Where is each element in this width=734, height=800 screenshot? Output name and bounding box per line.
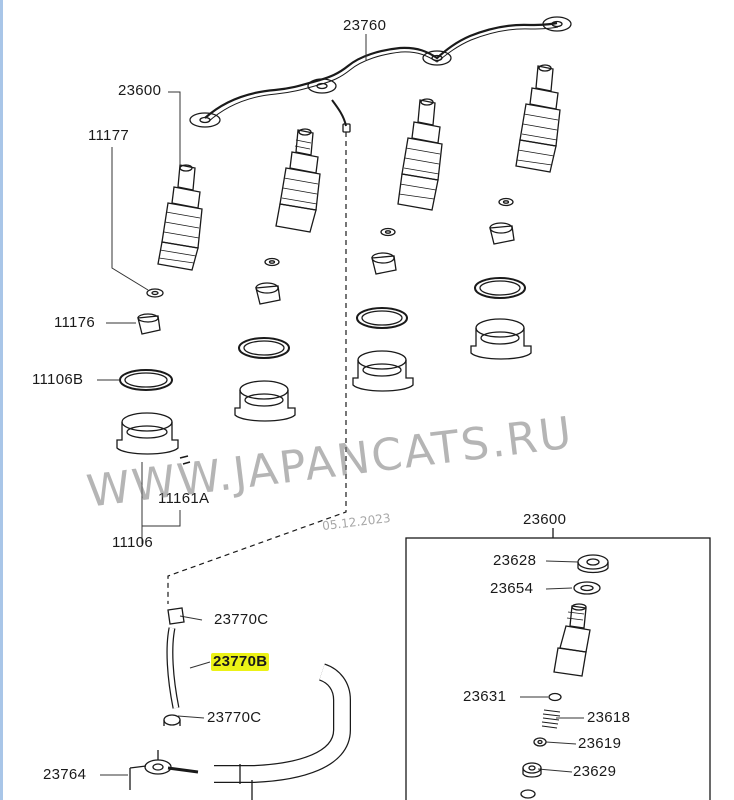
- label-11177[interactable]: 11177: [88, 127, 129, 144]
- label-23764[interactable]: 23764: [43, 766, 87, 783]
- leak-off-hose: [163, 607, 185, 726]
- injector-assembly-box: [405, 537, 711, 800]
- label-23770b-highlighted[interactable]: 23770B: [211, 653, 270, 671]
- label-11106[interactable]: 11106: [112, 534, 153, 551]
- label-23629[interactable]: 23629: [573, 763, 617, 780]
- dashed-connector: [167, 132, 347, 604]
- box-injector-parts: [520, 554, 609, 799]
- label-23628[interactable]: 23628: [493, 552, 537, 569]
- injector-1: [157, 164, 203, 271]
- column-4-seals: [470, 197, 532, 360]
- return-hose-bottom: [214, 663, 351, 800]
- label-23770c-bottom[interactable]: 23770C: [207, 709, 262, 726]
- injector-3: [397, 98, 443, 211]
- label-23770c-top[interactable]: 23770C: [214, 611, 269, 628]
- column-3-seals: [352, 227, 414, 392]
- label-23618[interactable]: 23618: [587, 709, 631, 726]
- column-1-seals: [116, 288, 191, 465]
- label-11106b[interactable]: 11106B: [32, 371, 84, 388]
- injector-4: [515, 64, 561, 173]
- label-23600-box[interactable]: 23600: [523, 511, 567, 528]
- label-11161a[interactable]: 11161A: [158, 490, 210, 507]
- column-2-seals: [234, 257, 296, 422]
- label-23600-top[interactable]: 23600: [118, 82, 162, 99]
- left-border: [0, 0, 3, 800]
- label-23619[interactable]: 23619: [578, 735, 622, 752]
- label-23654[interactable]: 23654: [490, 580, 534, 597]
- leader-lines: [97, 34, 584, 776]
- injector-2: [275, 128, 321, 233]
- label-23760[interactable]: 23760: [343, 17, 387, 34]
- fuel-return-pipe: [189, 16, 572, 133]
- label-23631[interactable]: 23631: [463, 688, 507, 705]
- label-11176[interactable]: 11176: [54, 314, 95, 331]
- return-pipe-23764: [129, 750, 199, 790]
